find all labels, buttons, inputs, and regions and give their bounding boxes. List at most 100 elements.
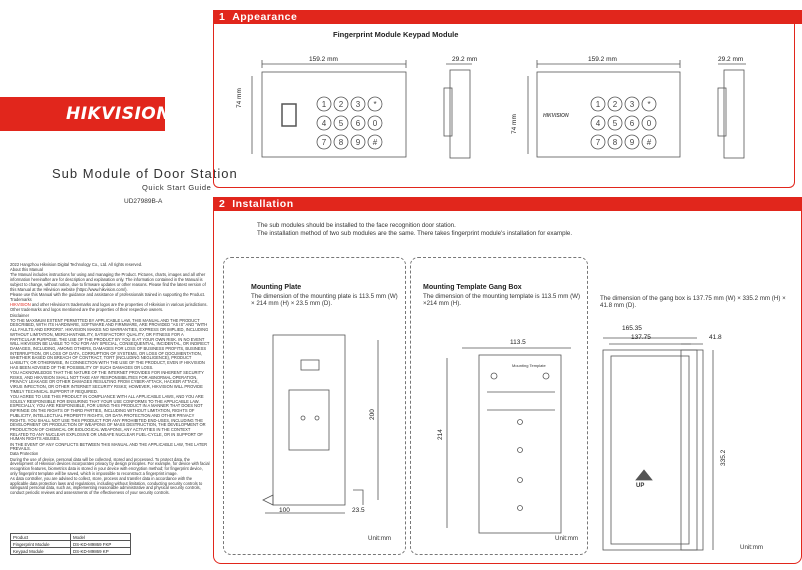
keypad-key-label: 4 (322, 119, 327, 128)
installation-drawings (262, 334, 714, 551)
keypad-key-label: 7 (596, 138, 601, 147)
brand-text: HIKVISION (66, 104, 171, 124)
keypad-key-label: 8 (339, 138, 344, 147)
depth-dim-label-1: 29.2 mm (452, 56, 478, 63)
table-row: Product Model (10, 533, 131, 541)
section-label: Appearance (232, 11, 298, 23)
keypad-key (333, 115, 349, 131)
keypad-key-label: * (373, 100, 376, 109)
table-header-product: Product (10, 533, 71, 541)
table-row: Keypad Module DS-KD-M9869 KP (10, 547, 131, 555)
plate-width-100: 100 (279, 507, 290, 514)
legal-notice: 2022 Hangzhou Hikvision Digital Technolo… (10, 262, 210, 496)
disclaimer-text-1: TO THE MAXIMUM EXTENT PERMITTED BY APPLI… (10, 317, 210, 370)
keypad-key (350, 96, 366, 112)
keypad-key-label: # (647, 138, 652, 147)
plate-depth-235: 23.5 (352, 507, 365, 514)
table-cell: DS-KD-M9869 KP (70, 547, 131, 555)
keypad-key-label: 8 (613, 138, 618, 147)
data-protection-text-1: During the use of device, personal data … (10, 456, 210, 476)
keypad-key (333, 134, 349, 150)
gangbox-unit: Unit:mm (740, 544, 764, 551)
keypad-key (607, 115, 623, 131)
appearance-section-frame (213, 24, 795, 188)
keypad-key-label: 7 (322, 138, 327, 147)
keypad-key (607, 96, 623, 112)
mounting-plate-drawing (262, 334, 379, 514)
keypad-key (333, 96, 349, 112)
keypad-key-label: 2 (613, 100, 618, 109)
other-trademarks: Other trademarks and logos mentioned are… (10, 307, 164, 313)
keypad-key-label: 9 (630, 138, 635, 147)
mounting-plate-panel (223, 257, 406, 555)
template-height-214: 214 (437, 429, 444, 440)
mounting-template-panel (410, 257, 588, 555)
mounting-plate-text: The dimension of the mounting plate is 1… (251, 293, 398, 308)
keypad-key-label: 5 (613, 119, 618, 128)
keypad-key-label: 6 (630, 119, 635, 128)
keypad-key (316, 96, 332, 112)
mounting-template-title: Mounting Template Gang Box (423, 284, 522, 291)
gangbox-width-16535: 165.35 (622, 325, 642, 332)
keypad-key (350, 115, 366, 131)
trademarks-text: HIKVISION and other Hikvision's trademar… (10, 302, 210, 308)
keypad-key-label: # (373, 138, 378, 147)
height-dim-label-2: 74 mm (511, 114, 518, 134)
device-brand-label: HIKVISION (543, 113, 569, 119)
section-number: 1 (219, 11, 226, 23)
table-cell: Keypad Module (10, 547, 71, 555)
mounting-template-drawing (446, 347, 571, 534)
data-protection-heading: Data Protection (10, 451, 39, 457)
gang-box-text: The dimension of the gang box is 137.75 … (600, 295, 786, 310)
keypad-key-label: 1 (596, 100, 601, 109)
keypad-key (590, 134, 606, 150)
gangbox-width-13775: 137.75 (631, 334, 651, 341)
keypad-module-side-view (717, 63, 746, 159)
table-header-model: Model (70, 533, 131, 541)
depth-dim-label-2: 29.2 mm (718, 56, 744, 63)
keypad-key (624, 96, 640, 112)
disclaimer-text-2: YOU ACKNOWLEDGE THAT THE NATURE OF THE I… (10, 369, 204, 394)
table-cell: Fingerprint Module (10, 540, 71, 548)
keypad-key-label: * (647, 100, 650, 109)
plate-unit: Unit:mm (368, 535, 392, 542)
appearance-heading: Fingerprint Module Keypad Module (333, 30, 459, 39)
width-dim-label-2: 159.2 mm (588, 56, 617, 63)
about-heading: About this Manual (10, 267, 43, 273)
keypad-key (641, 134, 657, 150)
keypad-key (316, 115, 332, 131)
installation-intro-1: The sub modules should be installed to t… (257, 222, 456, 229)
keypad-key-label: 4 (596, 119, 601, 128)
document-title: Sub Module of Door Station (52, 166, 238, 181)
keypad-key-label: 3 (356, 100, 361, 109)
keypad-key (607, 134, 623, 150)
keypad-key-label: 1 (322, 100, 327, 109)
gangbox-height-3352: 335.2 (720, 449, 727, 466)
trademark-logo: HIKVISION (10, 302, 31, 308)
keypad-key (350, 134, 366, 150)
keypad-key-label: 6 (356, 119, 361, 128)
mounting-template-text: The dimension of the mounting template i… (423, 293, 581, 308)
disclaimer-text-3: YOU AGREE TO USE THIS PRODUCT IN COMPLIA… (10, 393, 206, 442)
keypad-key (624, 134, 640, 150)
section-number: 2 (219, 198, 226, 210)
keypad-key (590, 115, 606, 131)
installation-header-text: 2 Installation (219, 197, 294, 211)
width-dim-label-1: 159.2 mm (309, 56, 338, 63)
keypad-key (316, 134, 332, 150)
disclaimer-text-4: IN THE EVENT OF ANY CONFLICTS BETWEEN TH… (10, 441, 208, 452)
fingerprint-module-front-view (261, 60, 407, 158)
gangbox-up-label: UP (636, 483, 645, 489)
disclaimer-heading: Disclaimer (10, 312, 30, 318)
document-code: UD27989B-A (124, 198, 163, 205)
about-text: The Manual includes instructions for usi… (10, 272, 206, 292)
table-cell: DS-KD-M9869 FKP (70, 540, 131, 548)
plate-height-200: 200 (369, 409, 376, 420)
trademarks-heading: Trademarks (10, 296, 32, 302)
keypad-key (624, 115, 640, 131)
gang-box-drawing (602, 337, 714, 551)
mounting-plate-title: Mounting Plate (251, 284, 302, 291)
